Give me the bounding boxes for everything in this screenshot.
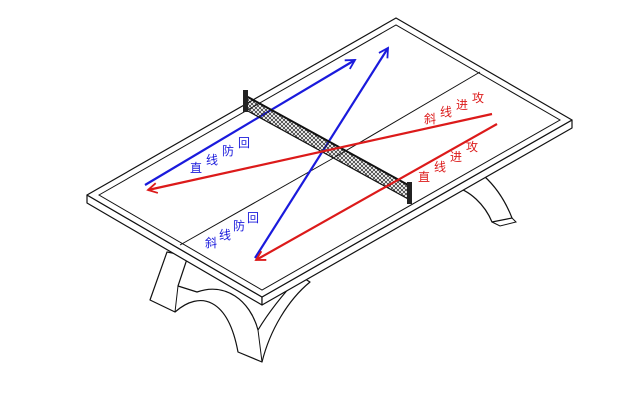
label-char: 直 [418, 170, 430, 184]
net-tape [245, 95, 411, 187]
label-char: 线 [219, 228, 231, 242]
net-post-left [243, 90, 248, 112]
table-top [86, 17, 573, 306]
arrows-far [144, 46, 389, 259]
label-char: 防 [222, 143, 234, 158]
diagonal-attack-arrow [146, 112, 493, 194]
table-surface [86, 17, 573, 298]
table-surface-border [98, 24, 562, 291]
label-char: 回 [247, 211, 259, 225]
arrows-attack [146, 112, 498, 261]
back-leg-side [491, 217, 517, 227]
center-line-near [179, 159, 331, 246]
label-char: 进 [450, 150, 462, 164]
net-post-right [407, 182, 412, 204]
label-diagonal-defense: 斜 线 防 回 [205, 211, 259, 250]
net [243, 90, 412, 204]
label-char: 线 [434, 160, 446, 174]
label-straight-attack: 直 线 进 攻 [418, 140, 478, 184]
label-char: 进 [456, 98, 468, 112]
label-char: 防 [233, 218, 245, 233]
label-char: 线 [440, 105, 452, 119]
label-char: 直 [190, 161, 202, 175]
front-leg-side [174, 285, 263, 363]
front-leg [149, 251, 311, 363]
label-straight-defense: 直 线 防 回 [190, 136, 250, 175]
label-char: 线 [206, 153, 218, 167]
label-char: 攻 [466, 140, 478, 154]
label-diagonal-attack: 斜 线 进 攻 [424, 91, 484, 126]
straight-attack-arrow [254, 123, 498, 261]
diagonal-defense-arrow [254, 46, 389, 259]
label-char: 斜 [205, 236, 217, 250]
label-char: 攻 [472, 91, 484, 105]
label-char: 回 [238, 136, 250, 150]
label-char: 斜 [424, 112, 436, 126]
straight-defense-arrow [144, 59, 357, 186]
